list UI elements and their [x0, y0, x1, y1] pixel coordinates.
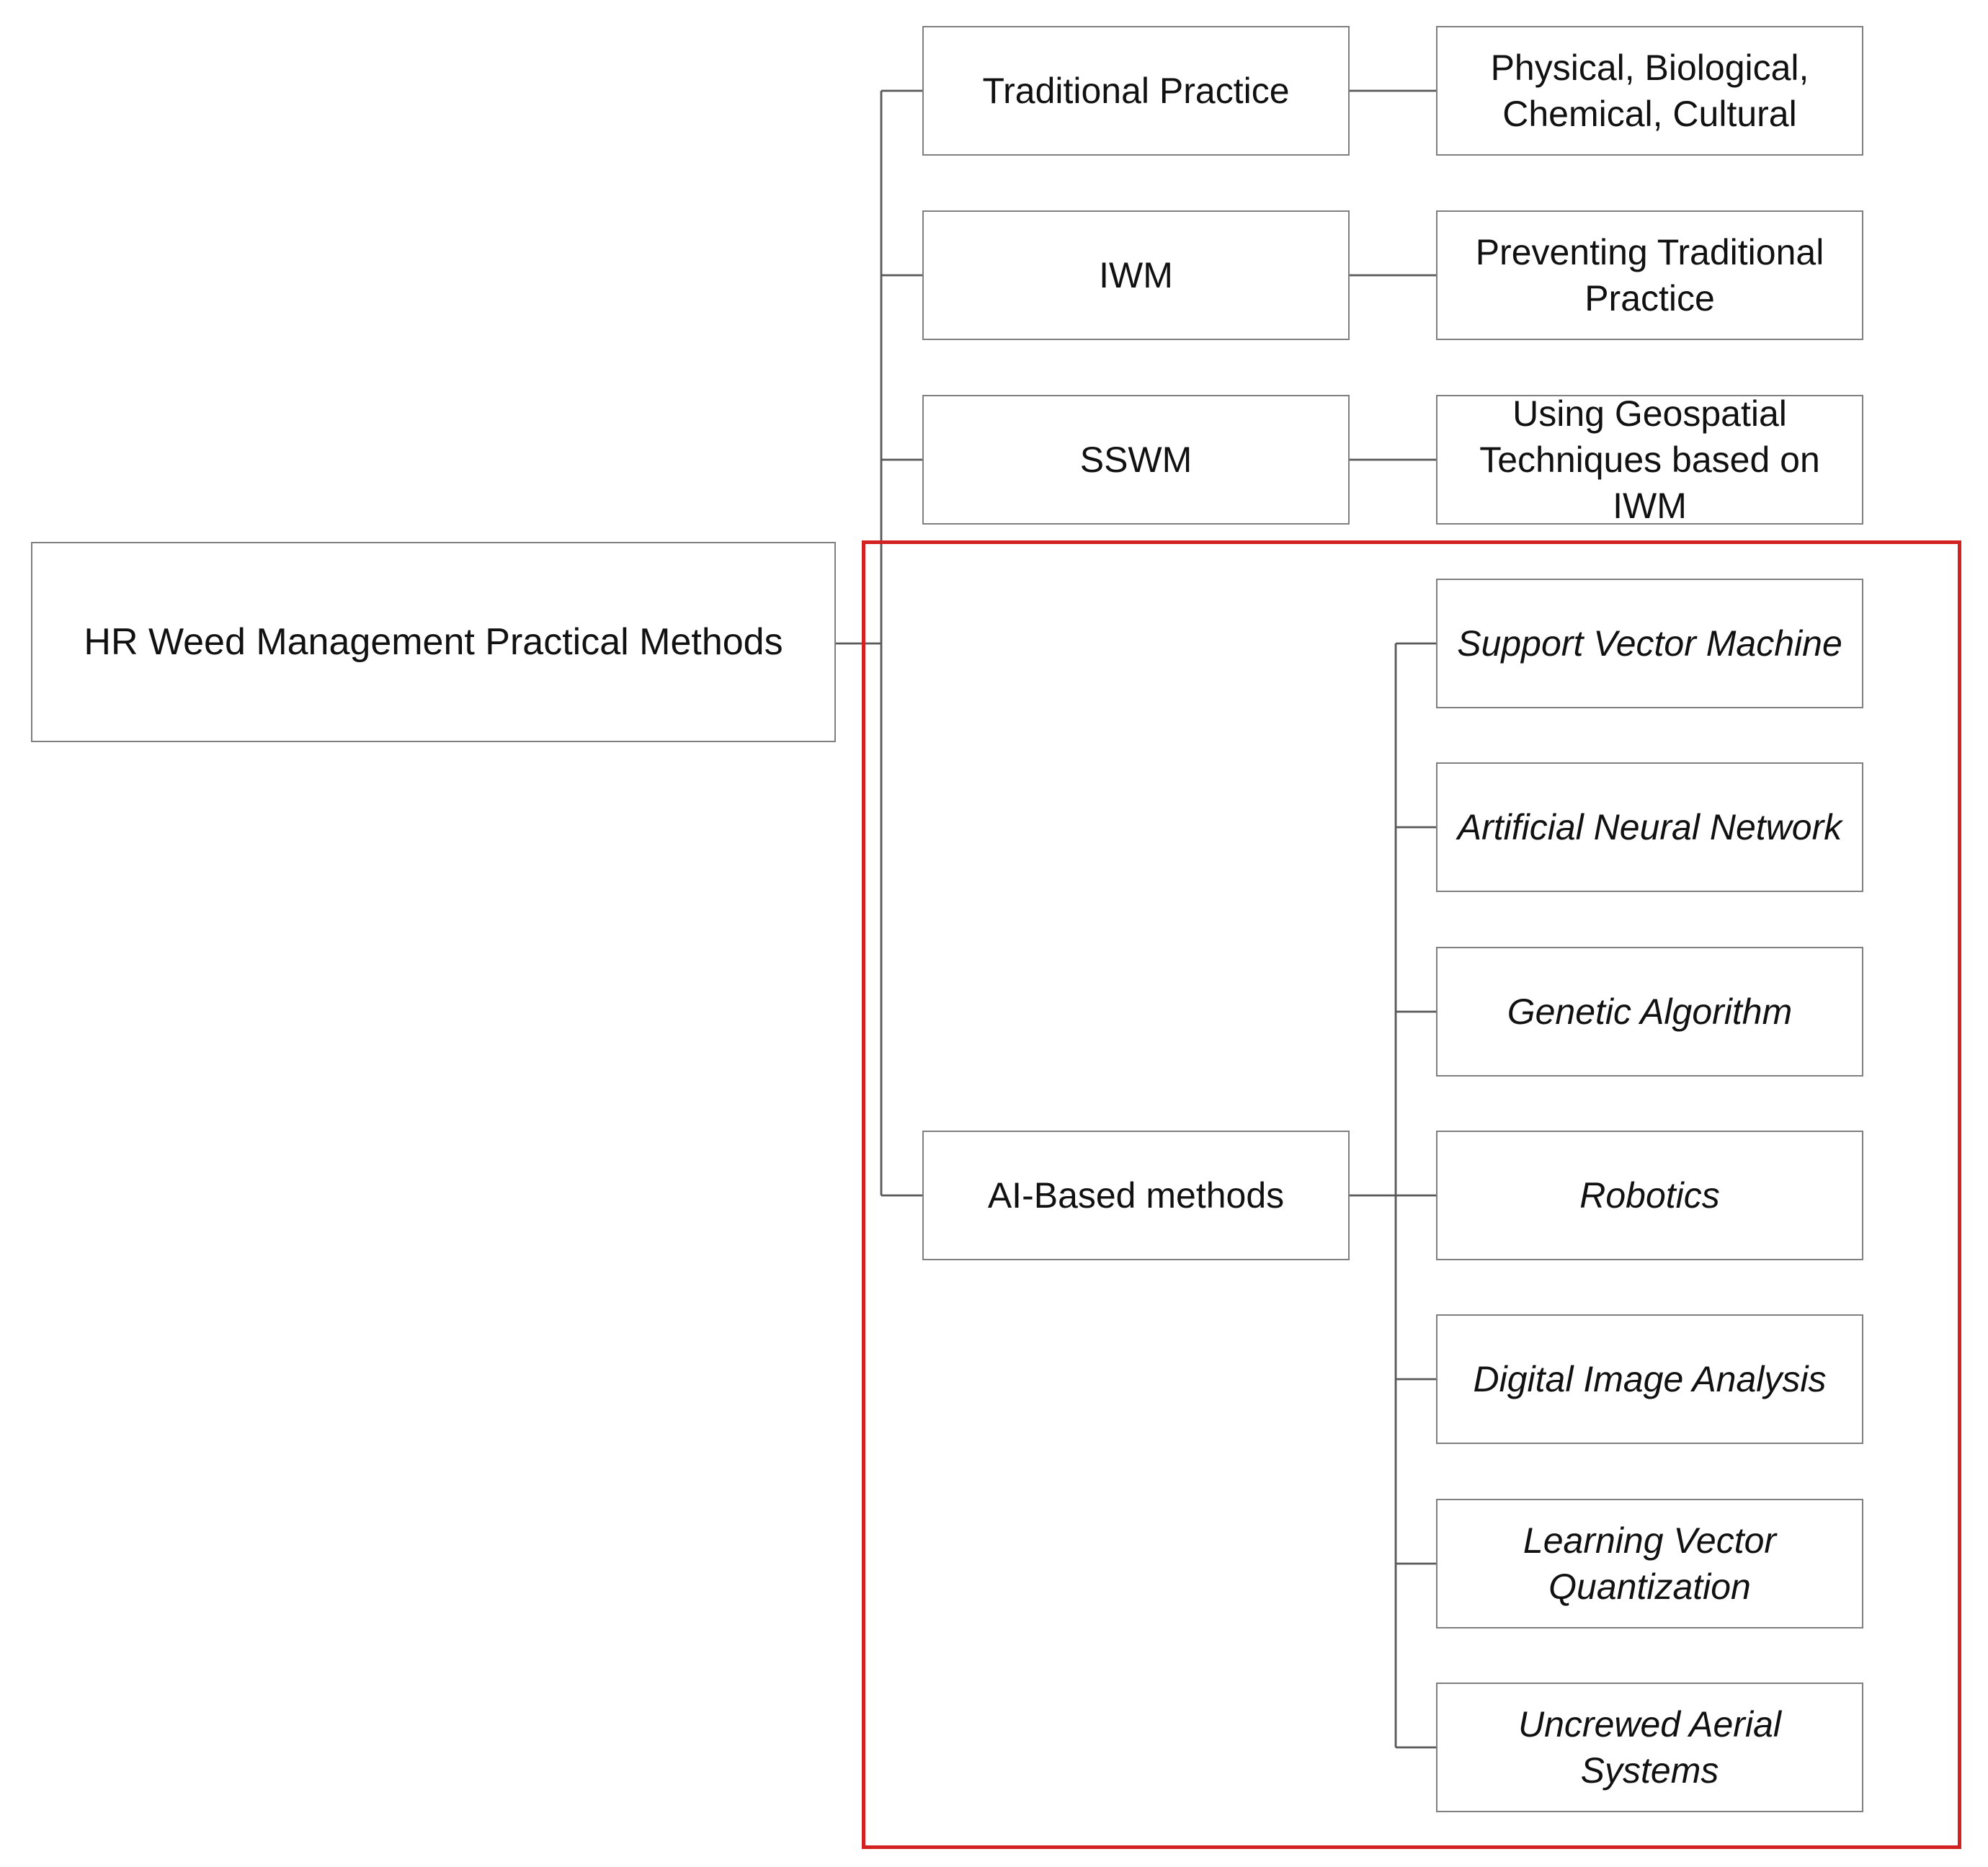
root-label: HR Weed Management Practical Methods: [84, 620, 783, 663]
detail-sswm: Using Geospatial Techniques based on IWM: [1436, 393, 1863, 526]
ai-method-uncrewed-aerial-systems: Uncrewed Aerial Systems: [1436, 1683, 1863, 1812]
root-node: HR Weed Management Practical Methods: [31, 542, 836, 742]
category-ai-based-methods: AI-Based methods: [922, 1131, 1350, 1260]
detail-label: Using Geospatial Techniques based on IWM: [1479, 393, 1820, 526]
ai-method-label: Learning Vector Quantization: [1523, 1520, 1777, 1607]
detail-traditional-practice: Physical, Biological, Chemical, Cultural: [1436, 26, 1863, 156]
category-label: IWM: [1099, 255, 1173, 295]
category-sswm: SSWM: [922, 395, 1350, 525]
category-iwm: IWM: [922, 210, 1350, 340]
ai-method-label: Support Vector Machine: [1457, 623, 1842, 664]
ai-method-label: Robotics: [1579, 1175, 1720, 1216]
ai-method-digital-image-analysis: Digital Image Analysis: [1436, 1314, 1863, 1444]
ai-method-artificial-neural-network: Artificial Neural Network: [1436, 762, 1863, 892]
category-traditional-practice: Traditional Practice: [922, 26, 1350, 156]
detail-iwm: Preventing Traditional Practice: [1436, 210, 1863, 340]
detail-label: Physical, Biological, Chemical, Cultural: [1490, 48, 1809, 134]
detail-label: Preventing Traditional Practice: [1475, 232, 1824, 318]
ai-method-label: Uncrewed Aerial Systems: [1518, 1704, 1781, 1791]
ai-method-label: Digital Image Analysis: [1473, 1359, 1827, 1399]
ai-method-learning-vector-quantization: Learning Vector Quantization: [1436, 1499, 1863, 1628]
category-label: AI-Based methods: [987, 1175, 1285, 1216]
category-label: SSWM: [1079, 440, 1193, 480]
category-label: Traditional Practice: [982, 71, 1290, 111]
ai-method-robotics: Robotics: [1436, 1131, 1863, 1260]
ai-method-genetic-algorithm: Genetic Algorithm: [1436, 947, 1863, 1077]
ai-method-support-vector-machine: Support Vector Machine: [1436, 579, 1863, 708]
ai-method-label: Genetic Algorithm: [1507, 992, 1793, 1032]
ai-method-label: Artificial Neural Network: [1457, 807, 1842, 847]
ai-methods-highlight-frame: [862, 540, 1961, 1849]
